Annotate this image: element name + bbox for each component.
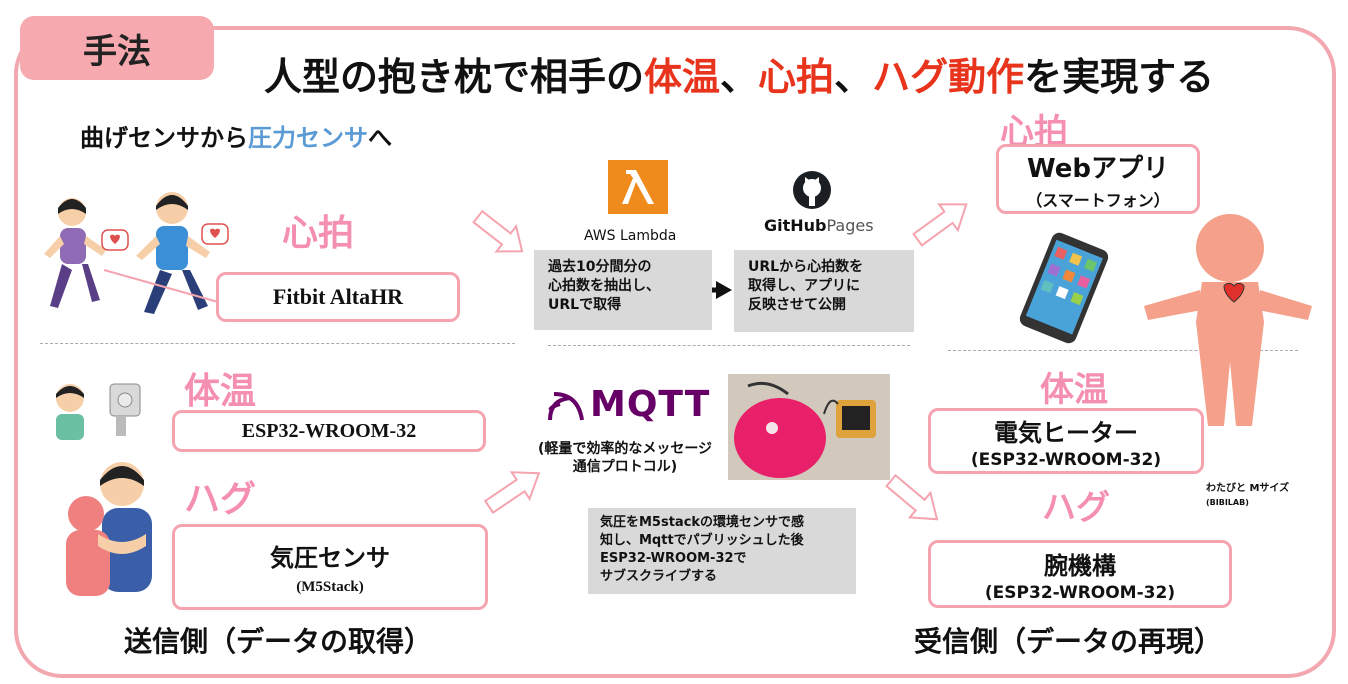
mqtt-desc-line1: (軽量で効率的なメッセージ [537,441,713,457]
arm-sub: (ESP32-WROOM-32) [984,582,1176,603]
headline-heart: 心拍 [758,55,835,99]
subheading: 曲げセンサから圧力センサへ [80,118,392,153]
arrow-m5-to-arm [885,473,939,521]
m5stack-device-photo [728,374,890,480]
arrow-pressure-to-mqtt [483,471,541,514]
headline: 人型の抱き枕で相手の体温、心拍、ハグ動作を実現する [264,46,1214,101]
section-tag: 手法 [20,16,214,80]
arm-box: 腕機構 (ESP32-WROOM-32) [928,540,1232,608]
man-walker [136,192,210,314]
headline-sep2: 、 [834,55,873,99]
heart-bubble-icon [101,223,229,251]
aws-lambda-icon [608,160,668,214]
woman-walker [44,198,106,308]
hug-illustration [66,462,152,596]
sender-footer: 送信側（データの取得） [124,625,433,658]
headline-sep1: 、 [720,55,759,99]
pressure-sensor-label: 気圧センサ [270,544,390,572]
headline-temp: 体温 [644,55,721,99]
esp32-sender-box: ESP32-WROOM-32 [172,410,486,452]
mqtt-logo-icon [548,392,584,421]
heater-box: 電気ヒーター (ESP32-WROOM-32) [928,408,1204,474]
github-pages-label: GitHubPages [764,216,874,235]
mqtt-description: (軽量で効率的なメッセージ 通信プロトコル) [528,440,722,476]
esp32-sender-label: ESP32-WROOM-32 [241,419,417,442]
divider-left [40,343,515,344]
lambda-description: 過去10分間分の 心拍数を抽出し、 URLで取得 [534,250,712,330]
doll-pillow-illustration [1144,214,1312,426]
arrow-github-to-app [912,203,968,247]
divider-right [948,350,1298,351]
temperature-check-illustration [56,383,141,440]
walking-people-illustration [44,192,229,314]
m5-desc-line3: ESP32-WROOM-32で [600,551,747,566]
github-description: URLから心拍数を 取得し、アプリに 反映させて公開 [734,250,914,332]
sender-hug-label: ハグ [184,479,257,520]
m5-desc-line4: サブスクライブする [600,569,718,584]
webapp-sub: （スマートフォン） [1026,190,1170,210]
github-desc-line2: 取得し、アプリに [748,278,860,294]
arrow-fitbit-to-lambda [472,209,524,253]
headline-hug: ハグ動作 [872,55,1025,99]
subhead-pressure: 圧力センサ [248,124,368,152]
pressure-sensor-sub: (M5Stack) [296,579,364,595]
lambda-desc-line2: 心拍数を抽出し、 [548,278,660,294]
doll-caption-line1: わたびと Mサイズ [1206,483,1290,494]
pages-label: Pages [826,216,874,235]
webapp-label: Webアプリ [1027,153,1169,184]
arm-label: 腕機構 [1044,551,1116,580]
m5-desc-line1: 気圧をM5stackの環境センサで感 [600,515,805,530]
mqtt-desc-line2: 通信プロトコル) [572,459,678,475]
github-octocat-icon [793,171,831,209]
subhead-part1: 曲げセンサから [80,124,248,152]
doll-caption: わたびと Mサイズ (BIBILAB) [1206,482,1289,510]
pressure-sensor-box: 気圧センサ (M5Stack) [172,524,488,610]
receiver-footer: 受信側（データの再現） [914,625,1223,658]
doll-caption-line2: (BIBILAB) [1206,498,1249,507]
receiver-hug-label: ハグ [1042,488,1110,528]
fitbit-box: Fitbit AltaHR [216,272,460,322]
github-desc-line1: URLから心拍数を [748,259,864,275]
m5-description: 気圧をM5stackの環境センサで感 知し、Mqttでパブリッシュした後 ESP… [588,508,856,594]
webapp-box: Webアプリ （スマートフォン） [996,144,1200,214]
aws-lambda-label: AWS Lambda [584,228,677,244]
smartphone-icon [1019,232,1109,344]
lambda-desc-line1: 過去10分間分の [548,259,652,275]
github-label: GitHub [764,216,827,235]
lambda-desc-line3: URLで取得 [548,297,622,313]
sender-heart-label: 心拍 [282,213,355,254]
divider-center [548,345,910,346]
receiver-temp-label: 体温 [1040,370,1108,410]
fitbit-label: Fitbit AltaHR [272,284,404,309]
sender-temp-label: 体温 [184,371,257,412]
subhead-part2: へ [368,124,392,152]
m5-desc-line2: 知し、Mqttでパブリッシュした後 [600,533,804,548]
mqtt-label: MQTT [590,384,711,425]
headline-part1: 人型の抱き枕で相手の [264,55,645,99]
heater-sub: (ESP32-WROOM-32) [970,449,1162,470]
github-desc-line3: 反映させて公開 [748,297,846,313]
headline-part2: を実現する [1024,55,1215,99]
heater-label: 電気ヒーター [994,418,1138,447]
